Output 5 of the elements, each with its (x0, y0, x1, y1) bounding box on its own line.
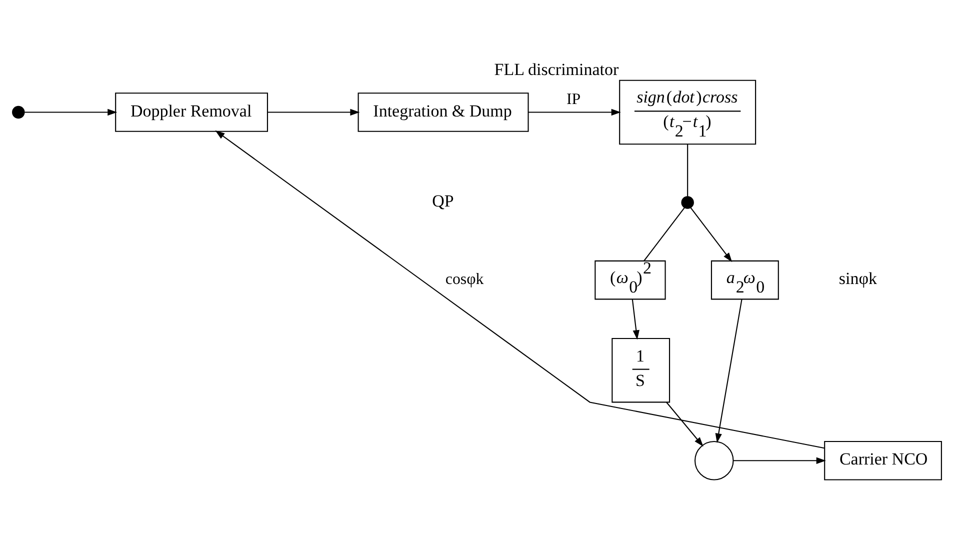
node-label: FLL discriminator (494, 60, 619, 79)
edge-label: cosφk (445, 270, 484, 288)
edge-label: IP (566, 90, 581, 108)
label: sinφk (838, 269, 878, 288)
label: QP (432, 192, 454, 211)
